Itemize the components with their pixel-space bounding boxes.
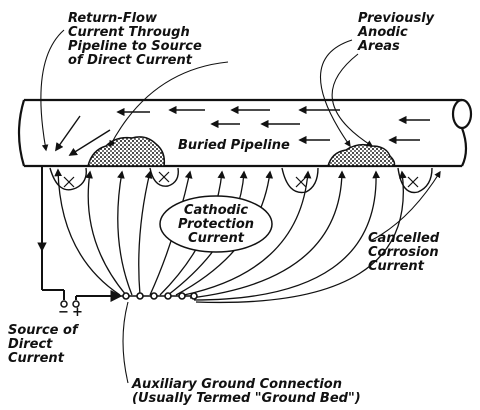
return-flow-line-3: Pipeline to Source [68, 39, 202, 54]
terminal-minus: − [58, 305, 69, 320]
cathodic-label-oval [159, 195, 273, 253]
conductor-wires [41, 166, 123, 302]
source-label: Source of Direct Current [8, 324, 78, 366]
pipeline-text: Buried Pipeline [178, 138, 290, 153]
ground-bed-label: Auxiliary Ground Connection (Usually Ter… [132, 378, 361, 406]
pipeline-label: Buried Pipeline [178, 139, 290, 153]
ground-bed-line-2: (Usually Termed "Ground Bed") [132, 391, 361, 406]
cathodic-line-2: Protection [177, 217, 255, 232]
cancelled-line-2: Corrosion [368, 245, 439, 260]
ground-bed [120, 292, 198, 300]
cancelled-line-3: Current [368, 259, 424, 274]
cathodic-current-lines [54, 168, 407, 304]
anodic-line-1: Previously [358, 11, 435, 26]
anodic-area-right [327, 143, 396, 167]
return-flow-arrows [55, 105, 430, 156]
return-flow-label: Return-Flow Current Through Pipeline to … [68, 12, 202, 68]
return-flow-line-2: Current Through [68, 25, 190, 40]
terminal-plus: + [72, 305, 83, 320]
cancel-x-marks [63, 171, 419, 188]
anodic-areas-label: Previously Anodic Areas [358, 12, 434, 54]
anodic-line-2: Anodic [358, 25, 408, 40]
source-line-2: Direct [8, 337, 53, 352]
return-flow-line-4: of Direct Current [68, 53, 192, 68]
cancelled-line-1: Cancelled [368, 231, 440, 246]
ground-bed-line-1: Auxiliary Ground Connection [132, 377, 342, 392]
source-terminals [60, 300, 80, 308]
cathodic-line-1: Cathodic [183, 203, 249, 218]
cancelled-corrosion-loops [49, 167, 433, 194]
cathodic-line-3: Current [188, 231, 244, 246]
return-flow-line-1: Return-Flow [68, 11, 157, 26]
leader-lines [40, 29, 441, 384]
anodic-area-left [87, 136, 166, 167]
terminal-minus-label: − [58, 306, 69, 320]
cancelled-corrosion-label: Cancelled Corrosion Current [368, 232, 439, 274]
terminal-plus-label: + [72, 306, 83, 320]
source-line-1: Source of [8, 323, 78, 338]
source-line-3: Current [8, 351, 64, 366]
anodic-line-3: Areas [358, 39, 400, 54]
cathodic-label: Cathodic Protection Current [170, 204, 262, 246]
